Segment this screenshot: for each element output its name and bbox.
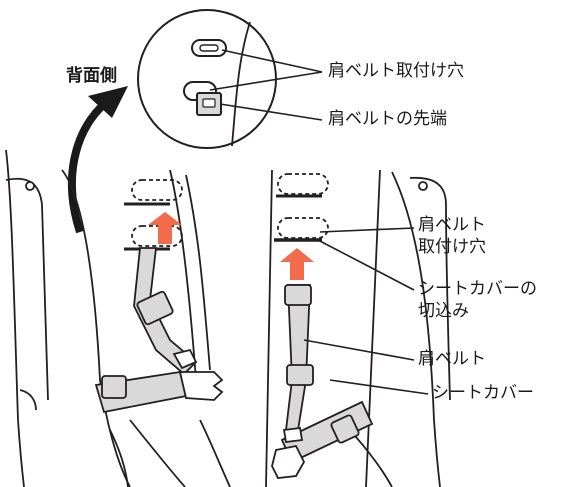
detail-leaders <box>209 49 323 121</box>
label-cover-slit-2: 切込み <box>418 301 469 321</box>
up-arrow-icon <box>148 212 182 244</box>
label-belt-tip: 肩ベルトの先端 <box>328 109 447 129</box>
right-leaders <box>303 227 429 395</box>
label-back-side: 背面側 <box>66 66 117 86</box>
label-belt-holes-right-1: 肩ベルト <box>418 215 486 235</box>
label-shoulder-belt: 肩ベルト <box>418 349 486 369</box>
detail-circle <box>137 9 277 149</box>
label-belt-holes: 肩ベルト取付け穴 <box>328 61 464 81</box>
right-belt <box>271 284 374 479</box>
right-seat <box>265 169 451 487</box>
label-seat-cover: シートカバー <box>432 383 534 403</box>
left-belt <box>94 247 224 414</box>
curved-arrow-icon <box>68 86 128 234</box>
label-cover-slit-1: シートカバーの <box>418 279 537 299</box>
label-belt-holes-right-2: 取付け穴 <box>418 237 486 257</box>
left-seat <box>5 149 231 487</box>
up-arrow-icon <box>280 248 314 280</box>
